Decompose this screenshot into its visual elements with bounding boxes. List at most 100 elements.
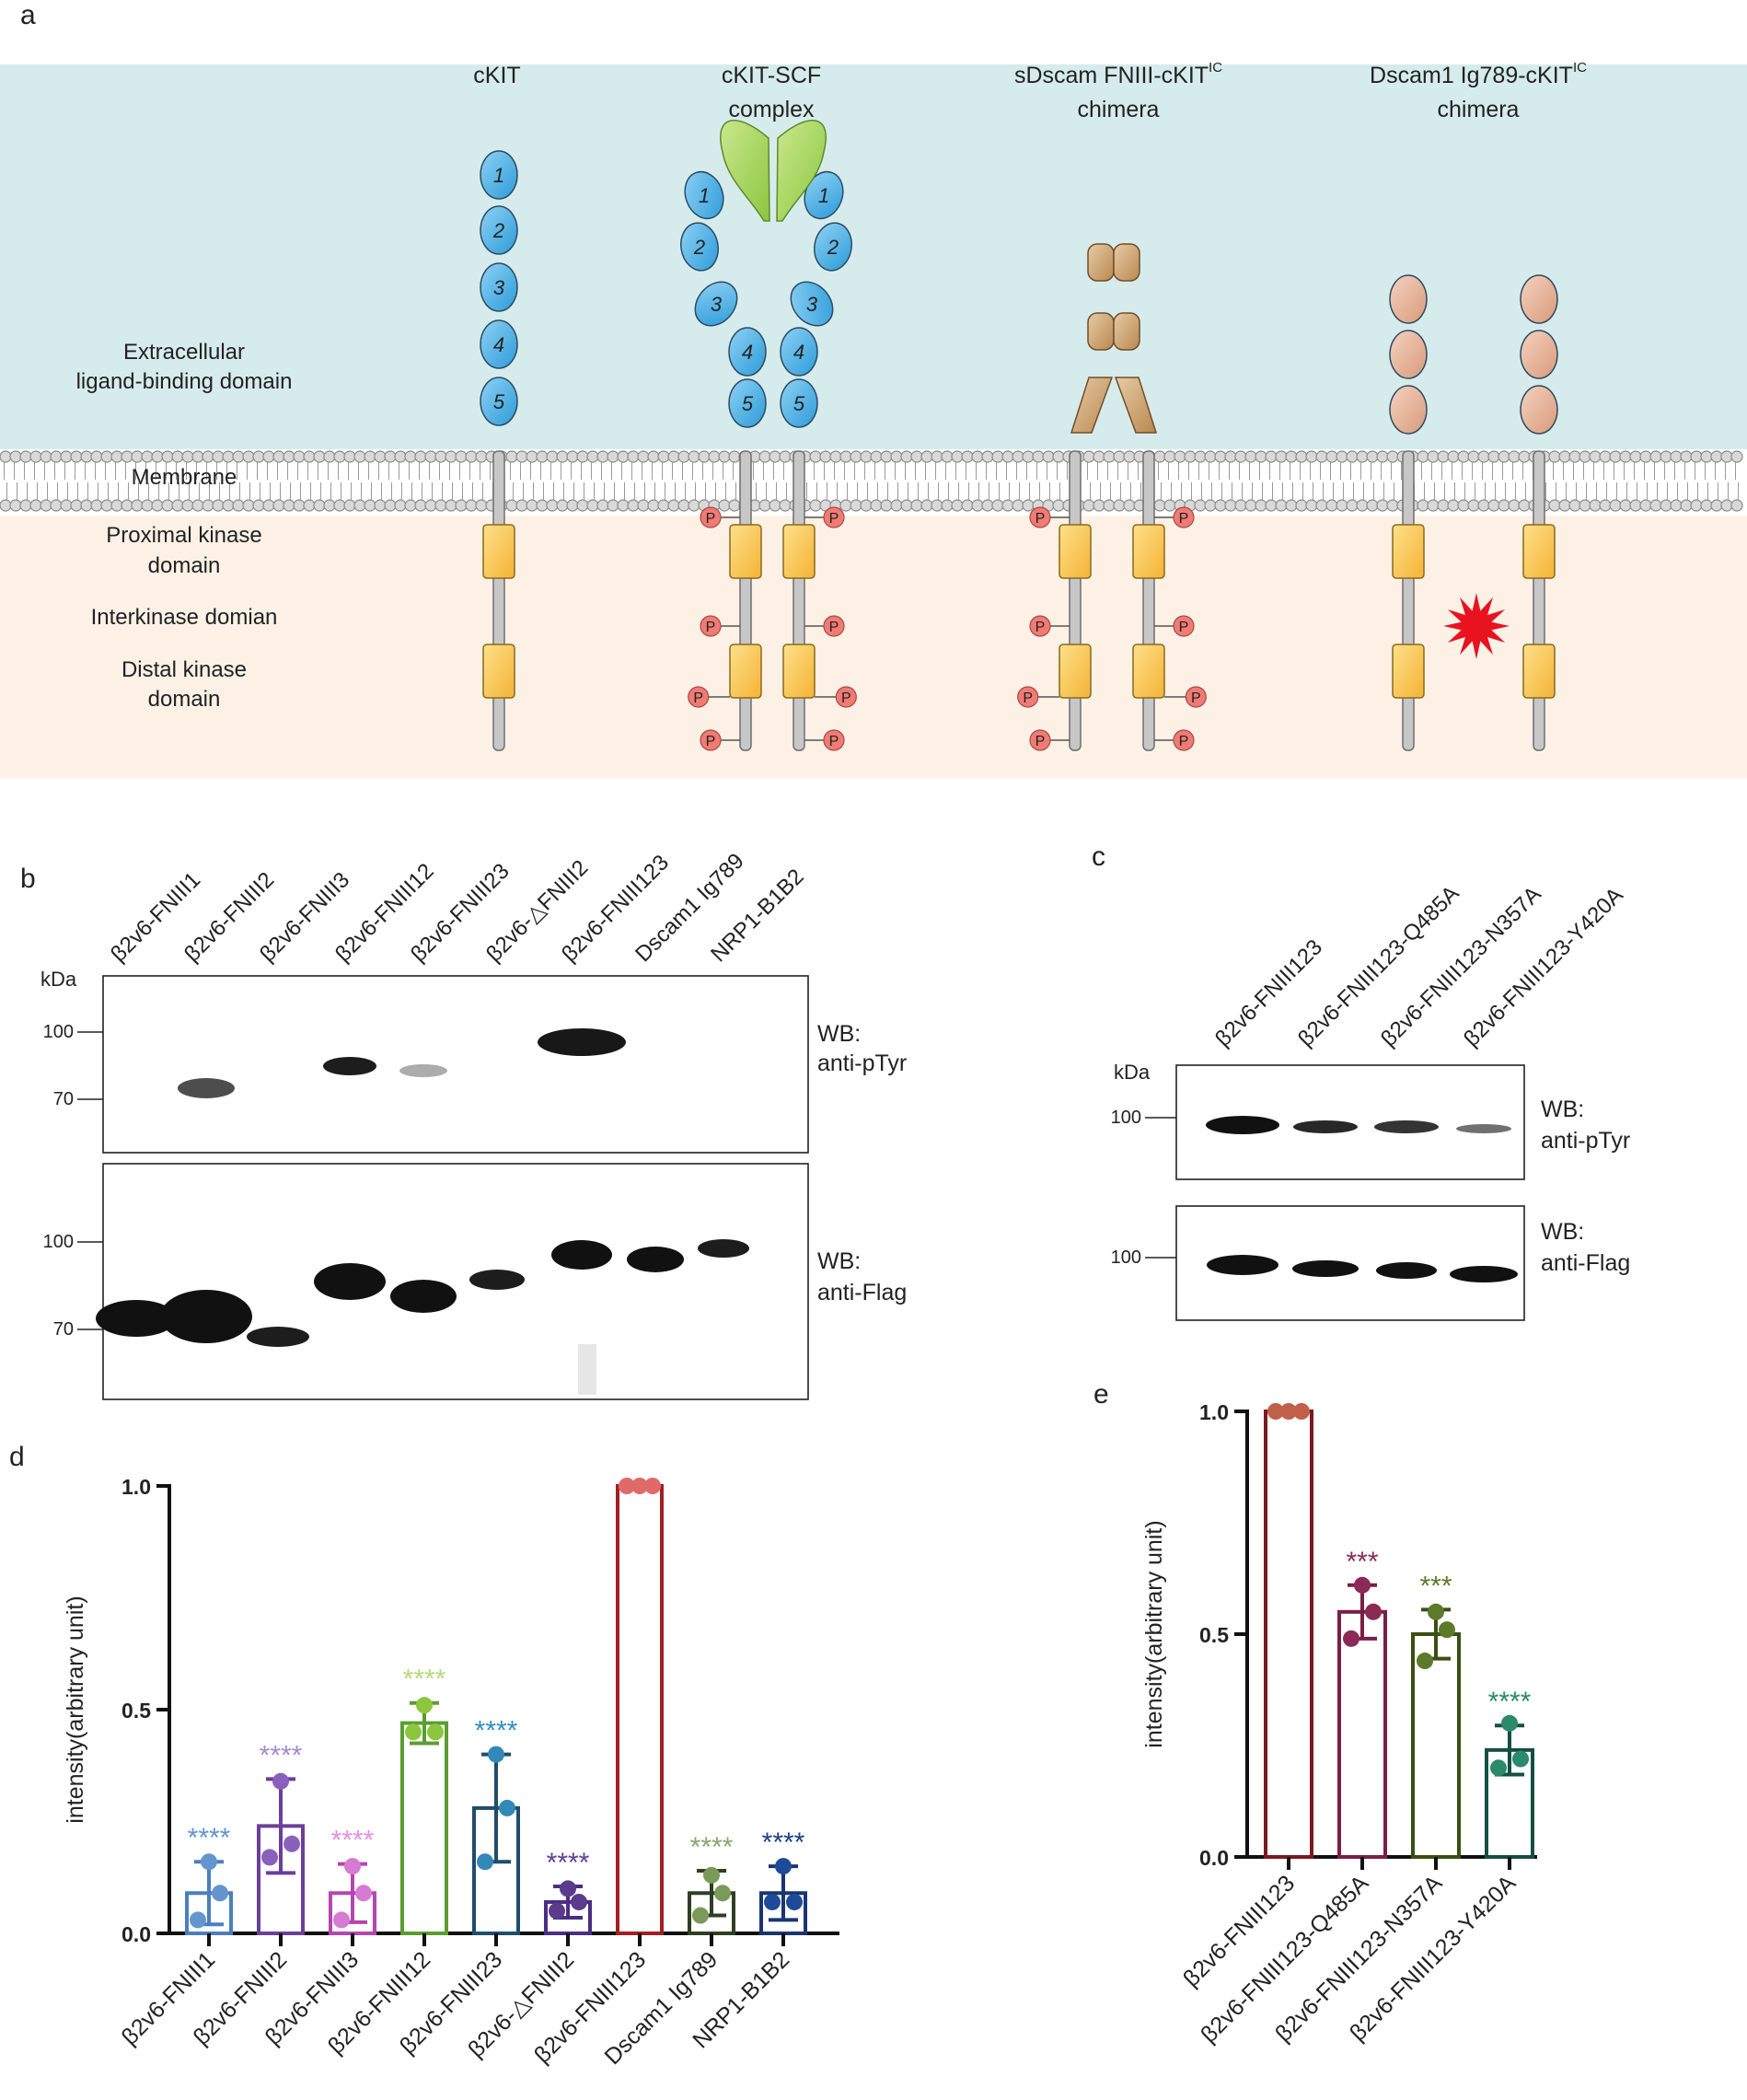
panel-letter-b: b xyxy=(20,864,36,894)
lipid-head xyxy=(1174,450,1186,463)
lipid-head xyxy=(1629,499,1642,512)
lipid-head xyxy=(1467,499,1480,512)
lipid-head xyxy=(536,450,549,463)
lipid-head xyxy=(1346,450,1359,463)
ig789-domain xyxy=(1520,330,1558,379)
lipid-head xyxy=(505,450,518,463)
kinase-domain xyxy=(1522,524,1556,579)
lipid-head xyxy=(779,499,792,512)
lipid-head xyxy=(1568,450,1581,463)
lipid-head xyxy=(1589,450,1602,463)
ig-domain xyxy=(814,222,852,272)
lipid-head xyxy=(1184,450,1197,463)
significance-stars: *** xyxy=(1346,1547,1378,1577)
lipid-head xyxy=(1730,450,1743,463)
kinase-domain xyxy=(782,524,816,579)
marker-label: 100 xyxy=(1111,1108,1141,1128)
lipid-head xyxy=(19,450,32,463)
significance-stars: **** xyxy=(1488,1687,1532,1717)
lipid-head xyxy=(556,499,569,512)
kinase-domain xyxy=(1522,644,1556,699)
lipid-head xyxy=(1234,450,1247,463)
lipid-head xyxy=(1457,450,1470,463)
lipid-head xyxy=(1295,499,1308,512)
lipid-head xyxy=(951,450,964,463)
construct-title: cKIT-SCF xyxy=(722,63,821,88)
lipid-head xyxy=(607,450,619,463)
lipid-head xyxy=(1001,499,1014,512)
lipid-head xyxy=(657,499,670,512)
ig-domain xyxy=(780,378,818,428)
lipid-head xyxy=(1660,499,1672,512)
domain-number: 4 xyxy=(493,333,504,356)
lipid-head xyxy=(991,499,1004,512)
lipid-head xyxy=(1082,450,1095,463)
lipid-head xyxy=(1012,499,1024,512)
lipid-head xyxy=(1558,450,1571,463)
lipid-head xyxy=(1730,499,1743,512)
lipid-head xyxy=(971,499,984,512)
data-point xyxy=(703,1866,720,1884)
blot-band xyxy=(551,1240,612,1270)
blot-band xyxy=(698,1239,749,1258)
lipid-head xyxy=(1103,450,1116,463)
lipid-head xyxy=(526,450,538,463)
lipid-head xyxy=(1670,450,1683,463)
lipid-head xyxy=(1336,450,1348,463)
domain-number: 4 xyxy=(793,341,804,364)
lipid-head xyxy=(931,499,943,512)
data-point xyxy=(1490,1759,1507,1777)
phospho-label: P xyxy=(706,511,716,527)
lipid-head xyxy=(728,450,741,463)
lipid-head xyxy=(1467,450,1480,463)
lipid-head xyxy=(50,499,63,512)
fniii-domain xyxy=(1113,312,1140,351)
blot-anti-flag xyxy=(102,1163,809,1400)
lipid-head xyxy=(566,499,579,512)
lipid-head xyxy=(1093,450,1105,463)
lipid-head xyxy=(1255,499,1267,512)
data-point xyxy=(631,1478,648,1494)
lipid-head xyxy=(1275,499,1288,512)
y-tick-label: 0.0 xyxy=(121,1922,151,1946)
lipid-head xyxy=(860,499,873,512)
kinase-domain xyxy=(482,644,515,699)
lipid-head xyxy=(434,499,447,512)
domain-number: 2 xyxy=(492,219,504,242)
lipid-head xyxy=(1244,450,1257,463)
ig-domain xyxy=(790,281,834,327)
lipid-head xyxy=(465,499,478,512)
blot-band xyxy=(247,1327,309,1347)
lipid-head xyxy=(1032,450,1045,463)
lipid-head xyxy=(1113,499,1126,512)
lipid-head xyxy=(1386,499,1399,512)
lipid-head xyxy=(1356,450,1369,463)
panel-letter-d: d xyxy=(9,1442,25,1472)
domain-number: 2 xyxy=(827,236,839,259)
construct-subtitle: chimera xyxy=(1438,97,1520,122)
scf-ligand-right xyxy=(776,120,827,222)
data-point xyxy=(644,1478,661,1494)
lipid-head xyxy=(1012,450,1024,463)
lipid-head xyxy=(1093,499,1105,512)
transmembrane-rod xyxy=(793,450,805,751)
lipid-head xyxy=(718,499,731,512)
lipid-head xyxy=(272,450,285,463)
lipid-head xyxy=(850,450,862,463)
lipid-head xyxy=(941,499,954,512)
domain-number: 5 xyxy=(493,390,505,413)
data-point xyxy=(427,1723,444,1741)
data-point xyxy=(549,1902,565,1920)
phospho-site xyxy=(1173,615,1195,637)
blot-label-wb: WB: xyxy=(817,1021,861,1047)
fniii-domain xyxy=(1070,377,1114,434)
data-point xyxy=(1280,1403,1297,1420)
panel-letter-a: a xyxy=(20,0,36,30)
blot-band xyxy=(314,1263,386,1300)
blot-anti-ptyr xyxy=(102,975,809,1154)
blot-label-antibody: anti-Flag xyxy=(1541,1250,1630,1276)
blot-band xyxy=(178,1078,235,1098)
lipid-head xyxy=(829,450,842,463)
